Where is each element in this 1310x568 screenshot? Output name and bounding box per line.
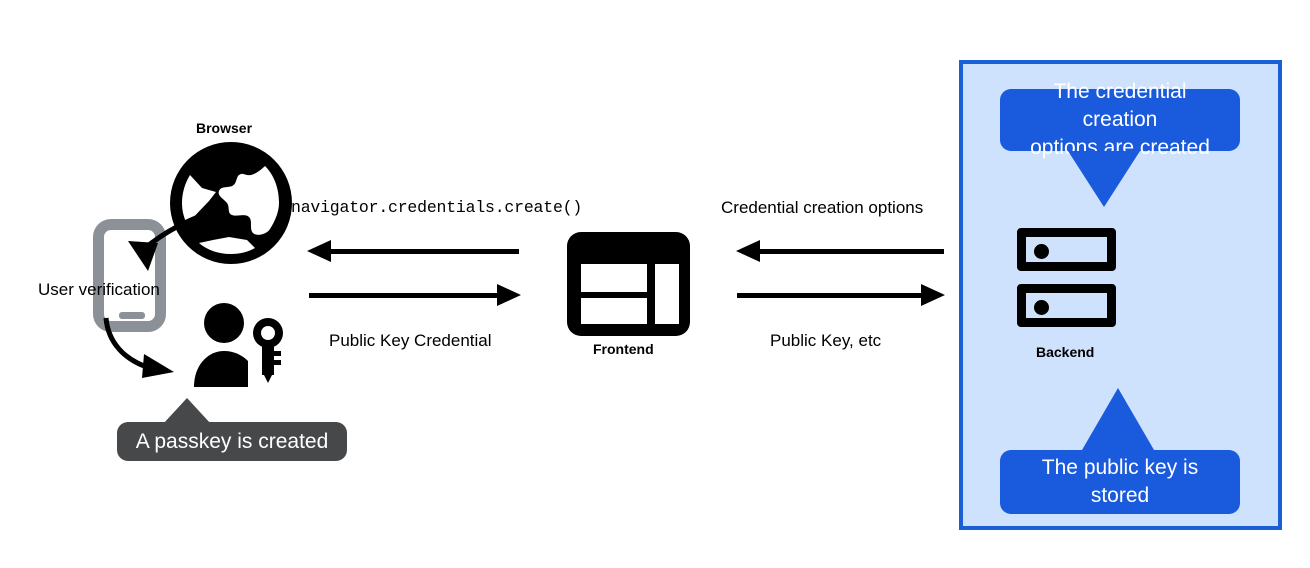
server-rack-led-bottom xyxy=(1034,300,1049,315)
arrow-head-left xyxy=(307,240,331,262)
arrow-browser-to-frontend xyxy=(309,284,521,306)
passkey-created-callout: A passkey is created xyxy=(117,422,347,461)
user-with-key-icon xyxy=(194,303,283,387)
public-key-stored-callout: The public key is stored xyxy=(1000,450,1240,514)
arrow-head-right xyxy=(497,284,521,306)
arrow-head-left xyxy=(736,240,760,262)
arrow-shaft xyxy=(327,248,519,254)
public-key-stored-bubble-tail xyxy=(1082,388,1154,450)
arrow-head-right xyxy=(921,284,945,306)
user-verification-label: User verification xyxy=(38,280,160,299)
passkey-bubble-tail xyxy=(163,398,211,424)
frontend-pane-bottom-left xyxy=(581,298,647,324)
public-key-etc-label: Public Key, etc xyxy=(770,331,882,350)
arrow-frontend-to-backend xyxy=(737,284,945,306)
credential-options-callout: The credential creation options are crea… xyxy=(1000,80,1240,159)
server-rack-led-top xyxy=(1034,244,1049,259)
arrow-shaft xyxy=(737,292,925,298)
frontend-pane-top-left xyxy=(581,264,647,292)
browser-to-phone-arrow xyxy=(128,210,209,271)
arrow-shaft xyxy=(309,292,501,298)
phone-home-indicator xyxy=(119,312,145,319)
passkey-created-text: A passkey is created xyxy=(135,429,329,453)
arrow-shaft xyxy=(756,248,944,254)
server-rack-top xyxy=(1017,228,1116,271)
arrow-frontend-to-browser xyxy=(307,240,519,262)
public-key-credential-label: Public Key Credential xyxy=(329,331,492,350)
frontend-pane-right xyxy=(655,264,679,324)
phone-to-user-arrow xyxy=(103,317,174,378)
public-key-stored-line2: stored xyxy=(1090,484,1150,507)
credential-creation-options-label: Credential creation options xyxy=(721,198,924,217)
arrow-backend-to-frontend xyxy=(736,240,944,262)
credential-options-bubble-tail xyxy=(1068,151,1140,207)
navigator-create-label: navigator.credentials.create() xyxy=(291,198,583,217)
phone-icon xyxy=(93,219,166,332)
globe-icon xyxy=(170,142,292,264)
credential-options-line1: The credential creation xyxy=(1053,80,1187,132)
frontend-label: Frontend xyxy=(593,341,654,357)
server-rack-bottom xyxy=(1017,284,1116,327)
browser-label: Browser xyxy=(196,120,253,136)
public-key-stored-line1: The public key is xyxy=(1041,456,1199,480)
frontend-window-icon xyxy=(567,232,690,336)
backend-label: Backend xyxy=(1036,344,1095,360)
